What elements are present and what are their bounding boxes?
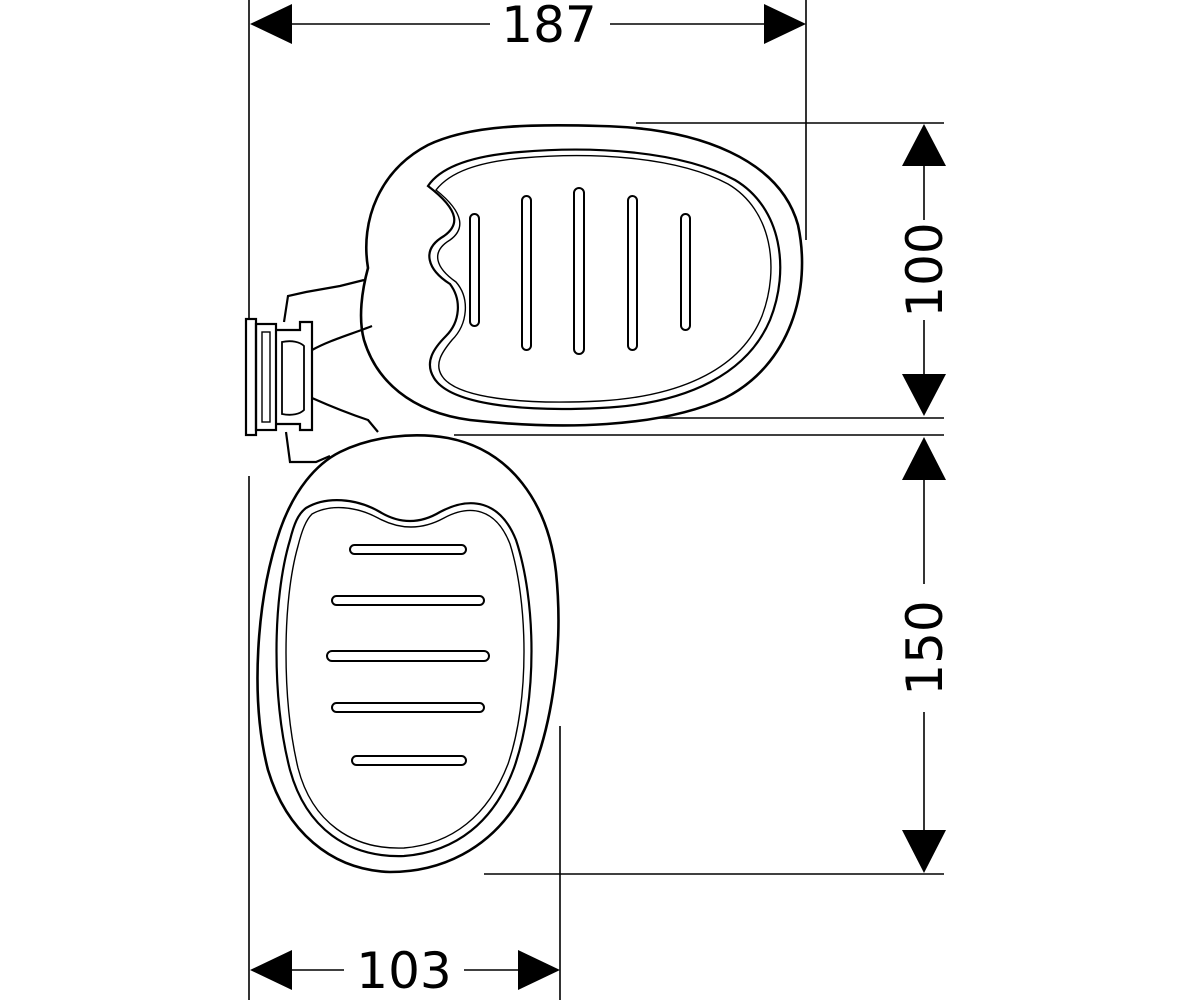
- lower-dish-inner-basin-inset: [285, 506, 525, 849]
- upper-dish-drain-slots: [469, 187, 691, 355]
- dimension-100-label: 100: [896, 222, 954, 317]
- wall-bracket: [244, 278, 379, 464]
- upper-dish-inner-basin: [426, 148, 782, 411]
- dimension-187-label: 187: [501, 0, 596, 54]
- dimension-103: 103: [250, 942, 560, 1000]
- dimension-187: 187: [250, 0, 806, 54]
- lower-dish-outer-rim: [256, 434, 560, 874]
- extension-lines: [248, 0, 944, 1000]
- dimension-100: 100: [896, 124, 954, 416]
- lower-dish-inner-basin: [275, 499, 533, 858]
- upper-dish-outer-rim: [359, 123, 804, 427]
- dimension-103-label: 103: [356, 942, 451, 1000]
- upper-dish-inner-basin-inset: [435, 154, 772, 403]
- lower-soap-dish: [256, 434, 560, 874]
- dimension-150: 150: [896, 437, 954, 873]
- lower-dish-drain-slots: [326, 544, 490, 766]
- dimension-150-label: 150: [896, 600, 954, 695]
- upper-soap-dish: [359, 123, 804, 427]
